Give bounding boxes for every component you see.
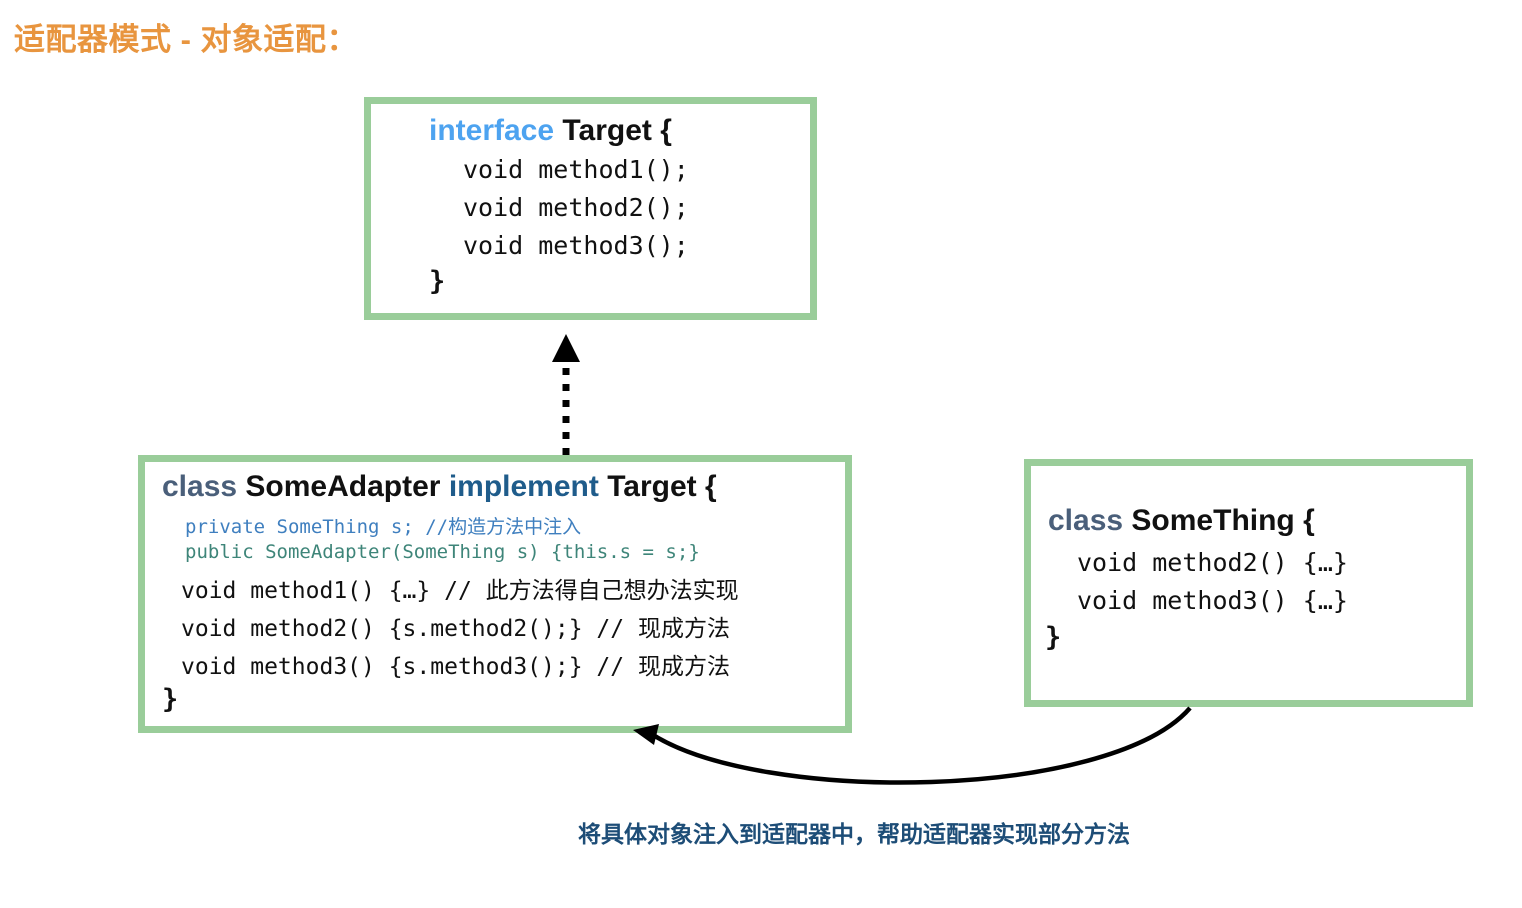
adapter-field-line: private SomeThing s; //构造方法中注入 xyxy=(185,516,582,538)
something-box-header: class SomeThing { xyxy=(1048,504,1315,538)
target-method-3: void method3(); xyxy=(463,231,689,260)
adapter-box-header: class SomeAdapter implement Target { xyxy=(162,470,717,504)
class-keyword: class xyxy=(162,470,238,503)
target-closing-brace: } xyxy=(429,266,446,297)
implements-arrowhead-icon xyxy=(552,334,580,362)
adapter-type-name: SomeAdapter xyxy=(245,470,441,503)
something-method-3: void method3() {…} xyxy=(1077,586,1348,615)
adapter-method-2: void method2() {s.method2();} // 现成方法 xyxy=(181,616,730,642)
adapter-closing-brace: } xyxy=(162,684,179,715)
interface-keyword: interface xyxy=(429,114,555,147)
page-title: 适配器模式 - 对象适配： xyxy=(14,22,359,57)
adapter-supertype: Target { xyxy=(607,470,717,503)
something-method-2: void method2() {…} xyxy=(1077,548,1348,577)
uml-box-target: interface Target { void method1(); void … xyxy=(364,97,817,320)
class-keyword: class xyxy=(1048,504,1124,537)
something-closing-brace: } xyxy=(1045,622,1062,653)
something-type-name: SomeThing { xyxy=(1131,504,1315,537)
implement-keyword: implement xyxy=(448,470,599,503)
adapter-method-1: void method1() {…} // 此方法得自己想办法实现 xyxy=(181,578,739,604)
target-method-2: void method2(); xyxy=(463,193,689,222)
target-method-1: void method1(); xyxy=(463,155,689,184)
adapter-method-3: void method3() {s.method3();} // 现成方法 xyxy=(181,654,730,680)
target-box-header: interface Target { xyxy=(429,114,672,148)
bottom-caption: 将具体对象注入到适配器中，帮助适配器实现部分方法 xyxy=(578,821,1130,847)
uml-box-some-adapter: class SomeAdapter implement Target { pri… xyxy=(138,455,852,733)
adapter-constructor-line: public SomeAdapter(SomeThing s) {this.s … xyxy=(185,541,700,563)
uml-box-some-thing: class SomeThing { void method2() {…} voi… xyxy=(1024,459,1473,707)
target-type-name: Target { xyxy=(562,114,672,147)
